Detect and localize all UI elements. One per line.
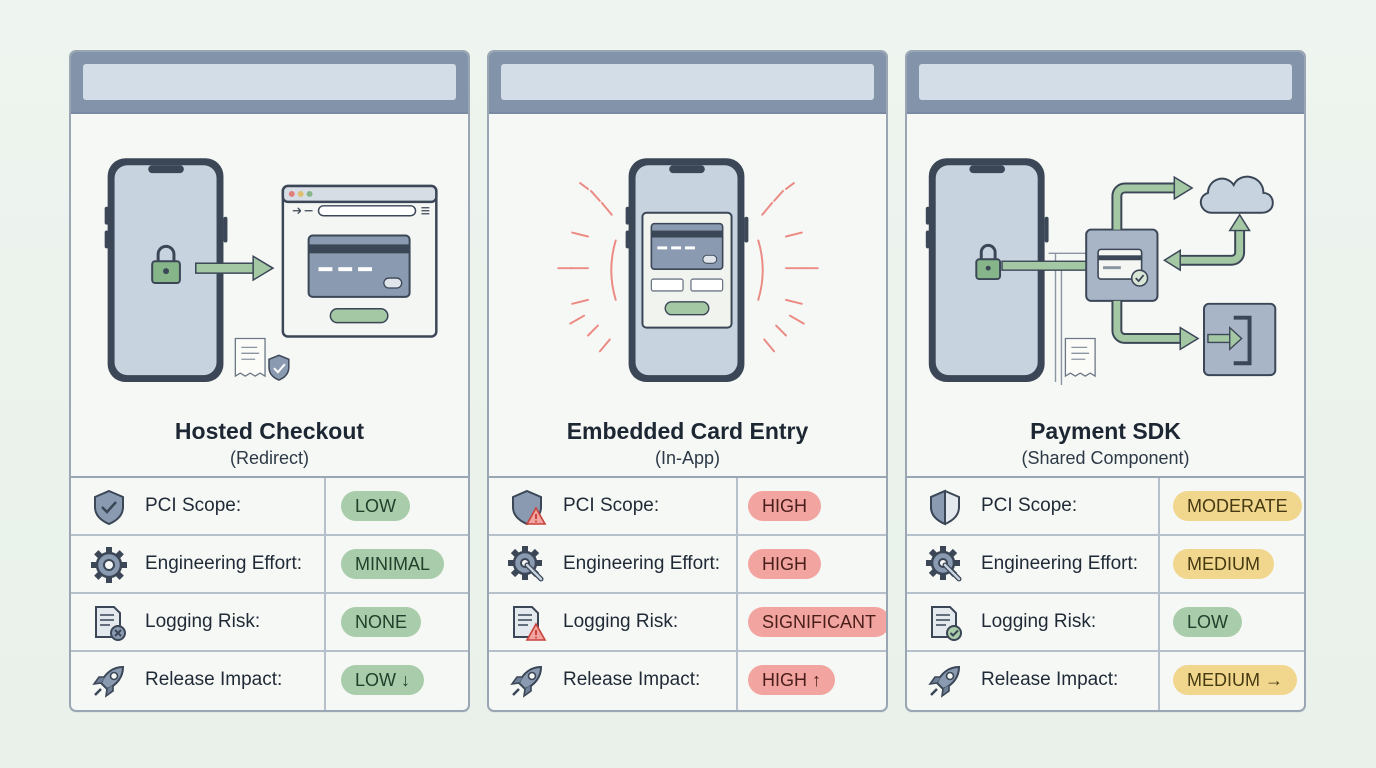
lock-icon [151,244,181,285]
arrow-to-cloud-icon [1111,175,1194,230]
status-badge: HIGH [748,549,821,579]
status-badge: MINIMAL [341,549,445,579]
panel-title: Hosted Checkout [174,418,365,444]
row-label: Release Impact: [981,669,1119,690]
status-badge: MEDIUM → [1173,665,1297,695]
row-label: Release Impact: [563,669,701,690]
column-divider [736,536,738,592]
panel-header [907,52,1304,114]
sdk-component-icon [1085,228,1159,302]
column-divider [1158,536,1160,592]
table-row: Engineering Effort: MEDIUM [907,536,1304,594]
illustration-embedded-card-entry [489,116,886,456]
table-row: Engineering Effort: MINIMAL [71,536,468,594]
gear-wrench-icon [508,546,544,582]
panel-title: Embedded Card Entry [566,418,809,444]
shield-check-icon [94,489,124,526]
table-row: Release Impact: LOW ↓ [71,652,468,710]
panel-header [489,52,886,114]
table-row: Logging Risk: NONE [71,594,468,652]
status-badge: HIGH [748,491,821,521]
card-form-icon [641,211,733,329]
column-divider [736,594,738,650]
metrics-table: PCI Scope: LOW Engineering Effort: MINIM… [71,476,468,710]
arrow-to-exit-icon [1111,300,1200,351]
browser-window-icon [281,184,438,338]
column-divider [324,478,326,534]
panel-subtitle: (Shared Component) [1021,448,1190,468]
table-row: Logging Risk: LOW [907,594,1304,652]
table-row: Logging Risk: SIGNIFICANT [489,594,886,652]
table-row: Release Impact: MEDIUM → [907,652,1304,710]
row-label: Logging Risk: [145,611,261,632]
column-divider [1158,652,1160,710]
table-row: PCI Scope: HIGH [489,478,886,536]
table-row: PCI Scope: MODERATE [907,478,1304,536]
header-bar [919,64,1292,100]
rocket-icon [510,665,543,698]
column-divider [324,594,326,650]
column-divider [736,652,738,710]
status-badge: LOW [1173,607,1243,637]
document-x-icon [95,606,126,641]
shield-warning-icon [512,489,547,526]
gear-icon [91,547,127,583]
row-label: Logging Risk: [563,611,679,632]
status-badge: HIGH ↑ [748,665,836,695]
document-check-icon [931,606,962,641]
status-badge: MEDIUM [1173,549,1274,579]
row-label: Release Impact: [145,669,283,690]
status-badge: LOW [341,491,411,521]
status-badge: LOW ↓ [341,665,425,695]
column-divider [1158,594,1160,650]
status-badge: SIGNIFICANT [748,607,886,637]
metrics-table: PCI Scope: MODERATE Engineering Effort: … [907,476,1304,710]
status-badge: NONE [341,607,422,637]
table-row: Engineering Effort: HIGH [489,536,886,594]
column-divider [736,478,738,534]
gear-wrench-icon [926,546,962,582]
illustration-payment-sdk [907,116,1304,456]
metrics-table: PCI Scope: HIGH Engineering Effort: HIGH… [489,476,886,710]
lock-icon [975,243,1002,281]
row-label: Engineering Effort: [145,553,303,574]
cloud-icon [1199,175,1274,214]
arrow-right-icon [195,254,275,282]
exit-box-icon [1203,302,1277,377]
panel-title: Payment SDK [1030,418,1181,444]
panel-subtitle: (In-App) [654,448,721,468]
column-divider [324,536,326,592]
header-bar [501,64,874,100]
panel-subtitle: (Redirect) [229,448,309,468]
column-divider [1158,478,1160,534]
table-row: PCI Scope: LOW [71,478,468,536]
receipt-icon [1064,337,1096,378]
shield-half-icon [930,489,960,526]
row-label: PCI Scope: [981,495,1078,516]
row-label: PCI Scope: [563,495,660,516]
panel-payment-sdk: Payment SDK (Shared Component) PCI Scope… [905,50,1306,712]
status-badge: MODERATE [1173,491,1302,521]
panel-hosted-checkout: Hosted Checkout (Redirect) PCI Scope: LO… [69,50,470,712]
alert-rays-icon [557,182,819,353]
table-row: Release Impact: HIGH ↑ [489,652,886,710]
panel-embedded-card-entry: Embedded Card Entry (In-App) PCI Scope: … [487,50,888,712]
rocket-icon [92,665,125,698]
row-label: Engineering Effort: [563,553,721,574]
arrow-from-cloud-icon [1163,213,1251,272]
row-label: Logging Risk: [981,611,1097,632]
receipt-shield-icon [234,337,290,381]
illustration-hosted-checkout [71,116,468,456]
panel-header [71,52,468,114]
document-warning-icon [513,606,547,641]
row-label: Engineering Effort: [981,553,1139,574]
header-bar [83,64,456,100]
rocket-icon [928,665,961,698]
column-divider [324,652,326,710]
row-label: PCI Scope: [145,495,242,516]
